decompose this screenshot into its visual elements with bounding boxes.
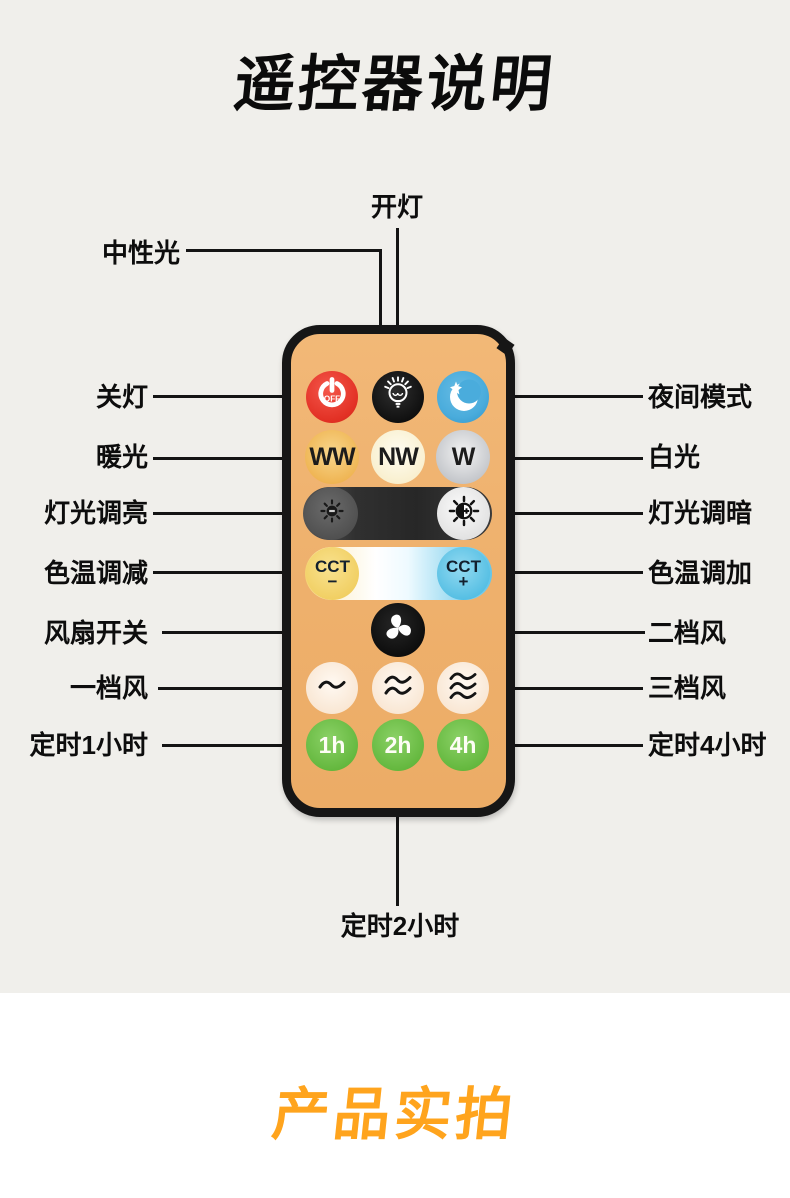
callout-fan-speed-2: 二档风: [648, 618, 727, 648]
cct-plus-label: CCT +: [446, 556, 481, 591]
wave-3-icon: [443, 666, 483, 711]
page-title: 遥控器说明: [230, 50, 558, 118]
wave-1-icon: [312, 666, 352, 711]
light-on-button[interactable]: [372, 371, 424, 423]
dim-button[interactable]: [437, 487, 490, 540]
remote-top-nub: [496, 337, 515, 356]
cct-increase-button[interactable]: CCT +: [437, 547, 490, 600]
callout-light-off: 关灯: [95, 382, 148, 412]
cct-decrease-button[interactable]: CCT −: [306, 547, 359, 600]
sun-plus-icon: [447, 494, 481, 533]
timer-4h-label: 4h: [449, 731, 477, 758]
night-mode-button[interactable]: [437, 371, 489, 423]
callout-white-light: 白光: [648, 442, 701, 472]
callout-line: [162, 744, 300, 747]
callout-night-mode: 夜间模式: [648, 382, 753, 412]
fan-speed-3-button[interactable]: [437, 662, 489, 714]
callout-neutral-light: 中性光: [101, 238, 180, 268]
brighten-button[interactable]: [305, 487, 358, 540]
callout-timer-1h: 定时1小时: [29, 730, 148, 760]
section-title-product-photos: 产品实拍: [269, 1083, 520, 1147]
callout-line: [153, 395, 307, 398]
callout-line: [153, 512, 303, 515]
timer-4h-button[interactable]: 4h: [437, 719, 489, 771]
power-off-label: OFF: [324, 394, 340, 403]
callout-light-on: 开灯: [370, 192, 423, 222]
w-label: W: [451, 442, 476, 471]
callout-line: [491, 571, 643, 574]
bulb-icon: [379, 375, 417, 419]
fan-speed-2-button[interactable]: [372, 662, 424, 714]
callout-line: [396, 228, 399, 363]
nw-label: NW: [378, 442, 419, 471]
callout-line: [153, 571, 303, 574]
fan-power-button[interactable]: [371, 603, 425, 657]
neutral-white-button[interactable]: NW: [371, 430, 425, 484]
callout-line: [489, 395, 643, 398]
callout-brighten: 灯光调亮: [43, 498, 148, 528]
light-off-button[interactable]: OFF: [306, 371, 358, 423]
callout-fan-speed-1: 一档风: [69, 673, 148, 703]
cct-minus-label: CCT −: [315, 556, 350, 591]
fan-icon: [378, 608, 418, 653]
callout-line: [162, 631, 357, 634]
brightness-control-pill: [303, 487, 492, 540]
timer-2h-button[interactable]: 2h: [372, 719, 424, 771]
callout-fan-speed-3: 三档风: [648, 673, 727, 703]
callout-cct-increase: 色温调加: [648, 558, 753, 588]
callout-line: [477, 631, 645, 634]
callout-fan-switch: 风扇开关: [43, 618, 148, 648]
remote-control: OFF: [282, 325, 515, 817]
wave-2-icon: [378, 666, 418, 711]
warm-white-button[interactable]: WW: [305, 430, 359, 484]
bottom-section-background: [0, 993, 790, 1198]
cct-control-pill: CCT − CCT +: [305, 547, 492, 600]
white-button[interactable]: W: [436, 430, 490, 484]
callout-line: [494, 687, 643, 690]
power-off-icon: OFF: [314, 376, 350, 418]
callout-cct-decrease: 色温调减: [43, 558, 148, 588]
callout-timer-2h: 定时2小时: [340, 911, 460, 941]
timer-1h-label: 1h: [318, 731, 346, 758]
callout-line: [153, 457, 307, 460]
callout-line: [396, 779, 399, 906]
sun-minus-icon: [318, 497, 346, 530]
callout-timer-4h: 定时4小时: [648, 730, 767, 760]
callout-line: [489, 457, 643, 460]
callout-line: [158, 687, 300, 690]
fan-speed-1-button[interactable]: [306, 662, 358, 714]
callout-line: [489, 512, 643, 515]
callout-dim: 灯光调暗: [648, 498, 753, 528]
timer-1h-button[interactable]: 1h: [306, 719, 358, 771]
timer-2h-label: 2h: [384, 731, 412, 758]
callout-line: [186, 249, 382, 252]
callout-line: [494, 744, 643, 747]
callout-warm-light: 暖光: [95, 442, 148, 472]
moon-star-icon: [441, 373, 485, 422]
ww-label: WW: [309, 442, 355, 471]
